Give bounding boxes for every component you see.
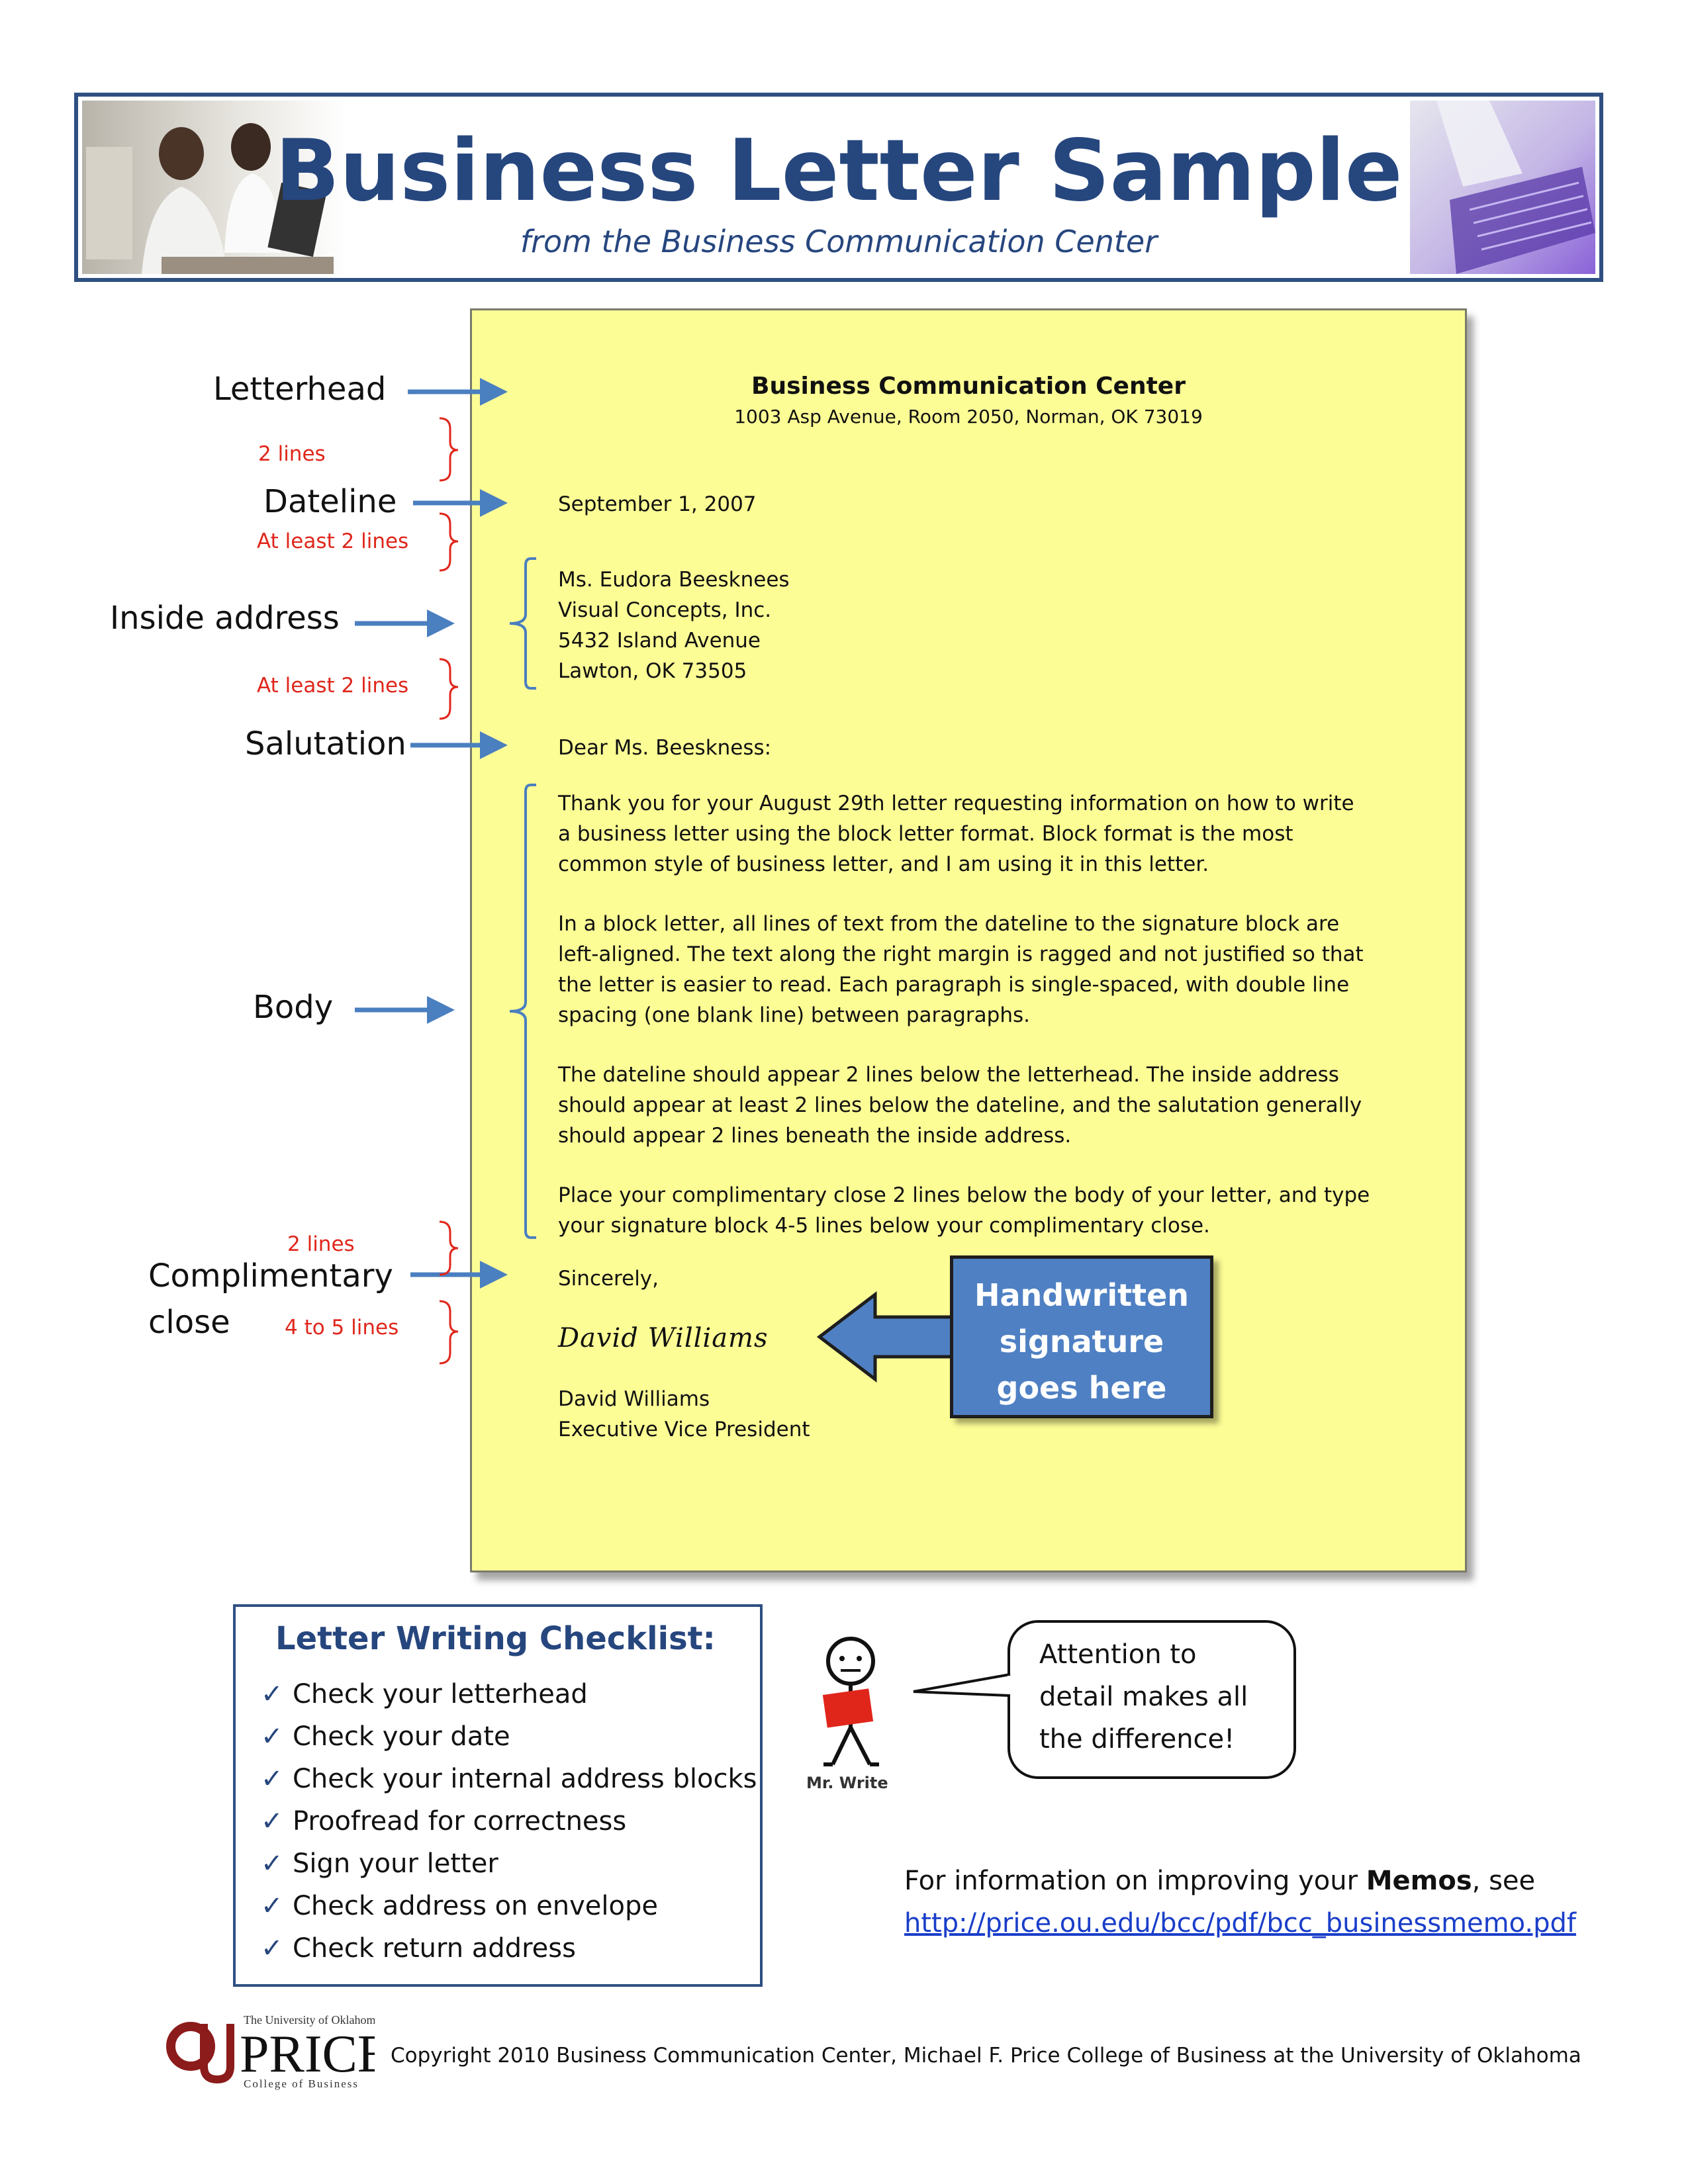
callout-line: goes here (996, 1370, 1167, 1406)
signer-title: Executive Vice President (558, 1418, 810, 1441)
brace-2-lines (439, 417, 459, 482)
laptop-photo-icon (1410, 101, 1595, 274)
body-paragraph: Thank you for your August 29th letter re… (558, 788, 1370, 880)
body-line: should appear at least 2 lines below the… (558, 1093, 1362, 1117)
checklist-item: ✓Check address on envelope (261, 1885, 757, 1927)
letter-brackets (509, 557, 536, 1239)
page-subtitle: from the Business Communication Center (520, 224, 1158, 259)
complimentary-close: Sincerely, (558, 1267, 659, 1291)
ou-monogram-icon (166, 2022, 234, 2084)
body-line: In a block letter, all lines of text fro… (558, 912, 1340, 936)
label-salutation: Salutation (245, 725, 406, 762)
address-line: Lawton, OK 73505 (558, 659, 747, 683)
label-at-least-2-lines: At least 2 lines (257, 529, 409, 553)
body-paragraph: Place your complimentary close 2 lines b… (558, 1180, 1370, 1241)
bracket-inside-address (509, 557, 536, 690)
checkmark-icon: ✓ (261, 1679, 283, 1709)
office-photo-icon (82, 101, 347, 274)
mr-write-label: Mr. Write (806, 1774, 888, 1792)
checklist-title: Letter Writing Checklist: (275, 1620, 716, 1657)
checkmark-icon: ✓ (261, 1848, 283, 1879)
body-line: spacing (one blank line) between paragra… (558, 1003, 1030, 1027)
dateline: September 1, 2007 (558, 492, 757, 516)
label-dateline: Dateline (263, 483, 397, 520)
body-line: the letter is easier to read. Each parag… (558, 973, 1350, 997)
brace-4-to-5 (439, 1300, 459, 1365)
brace-at-least-2b (439, 658, 459, 720)
body-line: Place your complimentary close 2 lines b… (558, 1183, 1370, 1207)
checklist-item: ✓Sign your letter (261, 1843, 757, 1885)
left-arrow-icon (816, 1291, 959, 1383)
letterhead-name: Business Communication Center (751, 373, 1186, 400)
checkmark-icon: ✓ (261, 1721, 283, 1752)
brace-2-lines-b (439, 1220, 459, 1276)
checklist-item: ✓Check your internal address blocks (261, 1758, 757, 1800)
body-line: left-aligned. The text along the right m… (558, 942, 1364, 966)
copyright: Copyright 2010 Business Communication Ce… (391, 2044, 1581, 2068)
address-line: 5432 Island Avenue (558, 629, 761, 653)
memo-line: For information on improving your Memos,… (904, 1866, 1536, 1896)
memo-info: For information on improving your Memos,… (904, 1860, 1576, 1944)
checkmark-icon: ✓ (261, 1933, 283, 1964)
page-title: Business Letter Sample (275, 122, 1403, 220)
checklist-item: ✓Check your letterhead (261, 1673, 757, 1715)
checklist-item: ✓Check return address (261, 1927, 757, 1970)
label-body: Body (253, 989, 334, 1026)
header-banner: Business Letter Sample from the Business… (74, 93, 1603, 282)
address-line: Visual Concepts, Inc. (558, 598, 772, 622)
label-letterhead: Letterhead (213, 371, 387, 408)
body-paragraph: In a block letter, all lines of text fro… (558, 909, 1370, 1030)
label-complimentary: Complimentary (148, 1257, 393, 1295)
checklist-item: ✓Check your date (261, 1715, 757, 1758)
letterhead-address: 1003 Asp Avenue, Room 2050, Norman, OK 7… (734, 406, 1203, 428)
logo-line3: College of Business (244, 2077, 359, 2090)
logo-line1: The University of Oklahoma (244, 2013, 375, 2026)
checklist-items: ✓Check your letterhead ✓Check your date … (261, 1673, 757, 1970)
label-inside-address: Inside address (110, 600, 340, 637)
letter-writing-checklist: Letter Writing Checklist: ✓Check your le… (233, 1604, 763, 1987)
checkmark-icon: ✓ (261, 1764, 283, 1794)
checklist-item: ✓Proofread for correctness (261, 1800, 757, 1843)
mr-write-mascot-icon (822, 1637, 879, 1766)
body-line: Thank you for your August 29th letter re… (558, 792, 1354, 815)
speech-bubble-icon (913, 1620, 1296, 1779)
checkmark-icon: ✓ (261, 1891, 283, 1921)
label-close: close (148, 1304, 230, 1341)
inside-address: Ms. Eudora Beesknees Visual Concepts, In… (558, 565, 790, 686)
body-line: a business letter using the block letter… (558, 822, 1293, 846)
memo-link[interactable]: http://price.ou.edu/bcc/pdf/bcc_business… (904, 1908, 1576, 1938)
signature-callout: Handwritten signature goes here (950, 1255, 1213, 1418)
callout-line: signature (999, 1324, 1164, 1359)
body-line: The dateline should appear 2 lines below… (558, 1063, 1339, 1087)
label-2-lines: 2 lines (258, 442, 326, 466)
body-paragraph: The dateline should appear 2 lines below… (558, 1060, 1370, 1151)
signature-block: David Williams Executive Vice President (558, 1384, 810, 1445)
body-line: common style of business letter, and I a… (558, 852, 1209, 876)
body-line: should appear 2 lines beneath the inside… (558, 1124, 1072, 1148)
checkmark-icon: ✓ (261, 1806, 283, 1837)
ou-price-logo: The University of Oklahoma PRICE College… (166, 2013, 375, 2090)
salutation: Dear Ms. Beeskness: (558, 736, 772, 760)
label-at-least-2-lines: At least 2 lines (257, 674, 409, 698)
label-4-to-5-lines: 4 to 5 lines (285, 1316, 399, 1340)
brace-at-least-2a (439, 512, 459, 572)
signer-name: David Williams (558, 1387, 710, 1411)
logo-word: PRICE (240, 2025, 375, 2083)
annotation-arrows (355, 378, 508, 1365)
bracket-body (509, 784, 536, 1239)
label-2-lines: 2 lines (287, 1232, 355, 1256)
letter-body: Thank you for your August 29th letter re… (558, 788, 1370, 1270)
callout-line: Handwritten (974, 1277, 1190, 1313)
address-line: Ms. Eudora Beesknees (558, 568, 790, 592)
speech-text: Attention to detail makes all the differ… (1039, 1639, 1248, 1754)
handwritten-signature: David Williams (558, 1323, 769, 1353)
body-line: your signature block 4-5 lines below you… (558, 1214, 1210, 1238)
